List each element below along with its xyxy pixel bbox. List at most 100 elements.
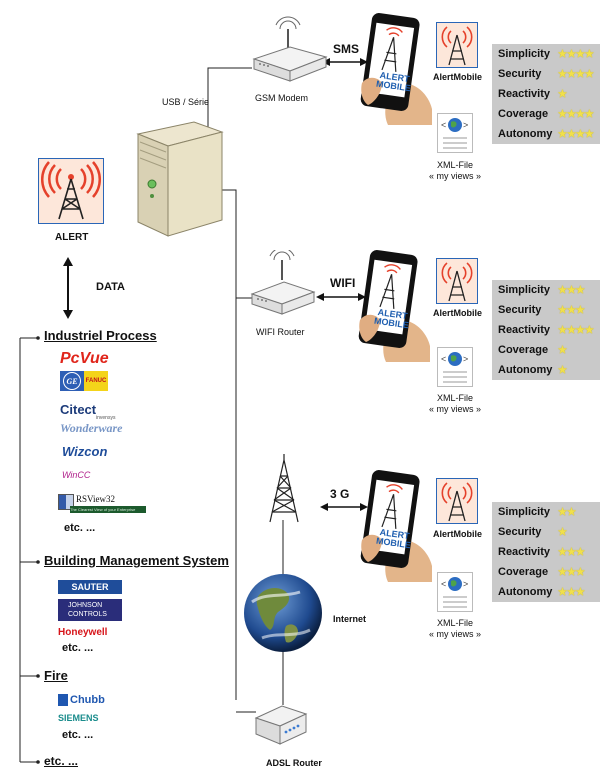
rating-name: Reactivity (498, 546, 550, 558)
rating-row: Autonomy ★★★ (492, 582, 600, 602)
xml-line2: « my views » (428, 629, 481, 639)
etc-industrial: etc. ... (64, 522, 96, 534)
rating-box-sms: Simplicity★★★★Security★★★★Reactivity★Cov… (492, 44, 600, 144)
xml-line2: « my views » (428, 171, 481, 181)
brand-ge-fanuc: GE FANUC (60, 371, 108, 391)
data-label: DATA (96, 281, 125, 293)
star-rating-icon: ★★★★ (558, 324, 594, 336)
g3-label: 3 G (330, 487, 350, 501)
category-bms: Building Management System (44, 553, 229, 568)
wifi-router-label: WIFI Router (256, 327, 305, 337)
svg-text:<: < (441, 354, 446, 364)
category-fire: Fire (44, 668, 68, 683)
phone-3g: ALERT MOBILE (358, 470, 434, 582)
rating-name: Simplicity (498, 506, 550, 518)
phone-sms: ALERT MOBILE (358, 13, 434, 125)
rating-row: Security★ (492, 522, 600, 542)
rating-name: Coverage (498, 566, 549, 578)
fanuc-label: FANUC (84, 371, 108, 391)
internet-label: Internet (333, 614, 367, 624)
xml-label: XML-File« my views » (420, 618, 490, 640)
svg-text:>: > (463, 579, 468, 589)
xml-label: XML-File« my views » (420, 160, 490, 182)
rating-row: Simplicity★★★★ (492, 44, 600, 64)
rating-name: Simplicity (498, 284, 550, 296)
xml-label: XML-File« my views » (420, 393, 490, 415)
rating-row: Reactivity ★★★ (492, 542, 600, 562)
brand-citect: Citect (60, 402, 97, 417)
sauter-label: SAUTER (71, 582, 109, 592)
rating-name: Reactivity (498, 324, 550, 336)
brand-johnson-controls: JOHNSON CONTROLS (58, 599, 122, 621)
adsl-router-icon (254, 705, 308, 745)
antenna-tower-icon (269, 454, 299, 523)
sms-label: SMS (333, 42, 360, 56)
rating-row: Reactivity★ (492, 84, 600, 104)
star-rating-icon: ★ (558, 344, 567, 356)
rsview-label: RSView32 (76, 494, 115, 504)
rating-row: Reactivity ★★★★ (492, 320, 600, 340)
brand-invensys: invensys (96, 415, 116, 421)
alertmobile-app-icon (436, 478, 478, 524)
svg-text:>: > (463, 354, 468, 364)
brand-pcvue: PcVue (60, 350, 109, 367)
category-etc: etc. ... (44, 754, 79, 768)
rating-row: Simplicity ★★★ (492, 280, 600, 300)
rating-row: Autonomy★★★★ (492, 124, 600, 144)
brand-sauter: SAUTER (58, 580, 122, 594)
etc-bms: etc. ... (62, 642, 94, 654)
star-rating-icon: ★★★ (558, 566, 585, 578)
alertmobile-label: AlertMobile (433, 308, 483, 318)
star-rating-icon: ★★★ (558, 284, 585, 296)
brand-siemens: SIEMENS (58, 713, 99, 723)
brand-rsview: RSView32 The Clearest View of your Enter… (58, 494, 146, 514)
xml-file-icon: <> (437, 572, 473, 612)
globe-icon (244, 574, 322, 652)
xml-file-icon: <> (437, 347, 473, 387)
controls-label: CONTROLS (68, 611, 107, 618)
brand-wonderware: Wonderware (60, 421, 123, 435)
alertmobile-label: AlertMobile (433, 72, 483, 82)
rating-name: Reactivity (498, 88, 550, 100)
xml-line1: XML-File (436, 160, 473, 170)
rsview-grid-icon (58, 494, 74, 510)
star-rating-icon: ★★★ (558, 546, 585, 558)
xml-line1: XML-File (436, 618, 473, 628)
wifi-link-label: WIFI (330, 276, 356, 290)
johnson-label: JOHNSON (68, 602, 103, 609)
alert-icon (38, 158, 104, 224)
rating-row: Coverage★★★★ (492, 104, 600, 124)
brand-chubb: Chubb (58, 694, 105, 706)
star-rating-icon: ★★★★ (558, 128, 594, 140)
star-rating-icon: ★ (558, 364, 567, 376)
rating-name: Autonomy (498, 586, 553, 598)
rating-row: Autonomy ★ (492, 360, 600, 380)
adsl-label: ADSL Router (266, 758, 322, 768)
xml-line2: « my views » (428, 404, 481, 414)
xml-line1: XML-File (436, 393, 473, 403)
svg-text:<: < (441, 120, 446, 130)
rating-row: Coverage ★ (492, 340, 600, 360)
brand-wizcon: Wizcon (62, 444, 108, 459)
chubb-label: Chubb (70, 694, 105, 706)
rating-row: Security★★★ (492, 300, 600, 320)
star-rating-icon: ★★★★ (558, 48, 594, 60)
rating-name: Autonomy (498, 364, 553, 376)
rating-box-wifi: Simplicity ★★★ Security★★★ Reactivity ★★★★ Co… (492, 280, 600, 380)
gsm-label: GSM Modem (255, 93, 309, 103)
brand-honeywell: Honeywell (58, 627, 108, 638)
star-rating-icon: ★★★★ (558, 68, 594, 80)
category-industrial: Industriel Process (44, 328, 157, 343)
ge-logo-icon: GE (60, 371, 84, 391)
rating-name: Coverage (498, 344, 549, 356)
rating-box-3g: Simplicity★★Security★ Reactivity ★★★ Covera… (492, 502, 600, 602)
server-icon (136, 121, 224, 237)
rating-row: Security★★★★ (492, 64, 600, 84)
svg-text:<: < (441, 579, 446, 589)
rating-name: Coverage (498, 108, 549, 120)
rating-row: Simplicity★★ (492, 502, 600, 522)
star-rating-icon: ★★★ (558, 586, 585, 598)
gsm-modem-icon (252, 16, 328, 82)
phone-wifi: ALERT MOBILE (356, 250, 432, 362)
